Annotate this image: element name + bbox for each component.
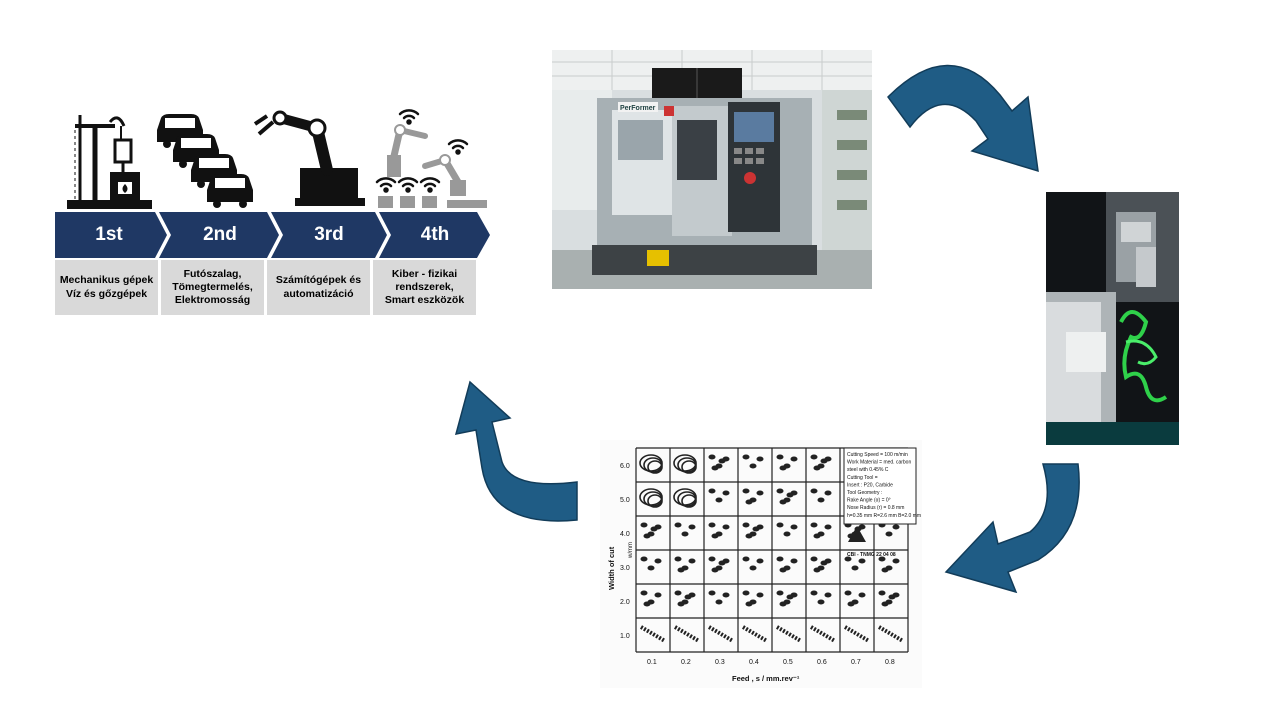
- cnc-lathe-image: PerFormer: [552, 50, 872, 290]
- chip-x-tick: 0.1: [647, 659, 657, 666]
- chip-sample: [708, 590, 730, 605]
- chip-x-tick: 0.4: [749, 659, 759, 666]
- chip-sample: [707, 625, 735, 643]
- chip-sample: [843, 625, 871, 643]
- insert-code-text: CBI - TNMG 22 04 08: [847, 552, 896, 558]
- chip-sample: [639, 454, 663, 474]
- revolution-icons: [67, 109, 487, 209]
- chip-legend-line: Insert : P20, Carbide: [847, 482, 893, 488]
- chip-sample: [742, 590, 764, 607]
- chip-y-tick: 2.0: [620, 599, 630, 606]
- chip-y-tick: 1.0: [620, 633, 630, 640]
- chip-sample: [742, 556, 764, 571]
- chip-sample: [674, 556, 696, 573]
- chip-y-axis-label: Width of cut: [607, 546, 616, 590]
- chip-sample: [708, 556, 730, 573]
- chip-sample: [878, 590, 900, 607]
- stage-desc-4th: Kiber - fizikai rendszerek, Smart eszköz…: [373, 260, 476, 315]
- chip-sample: [776, 522, 798, 537]
- chip-sample: [708, 488, 730, 503]
- chip-sample: [810, 522, 832, 539]
- smart-robots-icon: [375, 109, 487, 208]
- cutting-process-photo: [1046, 192, 1179, 445]
- cutting-process-image: [1046, 192, 1179, 445]
- chip-sample: [810, 590, 832, 605]
- chip-sample: [810, 556, 832, 573]
- chip-sample: [708, 522, 730, 539]
- chip-legend-line: Cutting Tool =: [847, 475, 878, 481]
- chip-sample: [742, 522, 764, 539]
- chip-x-tick: 0.2: [681, 659, 691, 666]
- chip-x-tick: 0.5: [783, 659, 793, 666]
- chip-x-tick: 0.3: [715, 659, 725, 666]
- insert-triangle-icon: [848, 526, 866, 542]
- chip-sample: [708, 454, 730, 471]
- chip-sample: [639, 625, 667, 643]
- chip-sample: [674, 590, 696, 607]
- cycle-arrow-bottom-right: [944, 463, 1080, 594]
- chip-sample: [742, 488, 764, 505]
- stage-arrow-row: [55, 212, 490, 258]
- chip-y-tick: 6.0: [620, 463, 630, 470]
- chip-x-tick: 0.6: [817, 659, 827, 666]
- steam-engine-icon: [67, 115, 152, 209]
- chip-legend-line: Rake Angle (α) = 0°: [847, 498, 891, 504]
- industrial-revolution-panel: 1st 2nd 3rd 4th Mechanikus gépek Víz és …: [55, 100, 490, 315]
- chip-y-tick: 4.0: [620, 531, 630, 538]
- chip-sample: [878, 556, 900, 573]
- chip-y-tick: 3.0: [620, 565, 630, 572]
- stage-arrow-2: [159, 212, 279, 258]
- stage-desc-1st: Mechanikus gépek Víz és gőzgépek: [55, 260, 158, 315]
- chip-sample: [640, 522, 662, 539]
- chip-sample: [741, 625, 769, 643]
- chip-sample: [776, 488, 798, 505]
- stage-desc-3rd: Számítógépek és automatizáció: [267, 260, 370, 315]
- chip-legend-line: h=0.35 mm R=2.6 mm B=2.0 mm: [847, 513, 921, 519]
- chip-sample: [844, 556, 866, 571]
- chip-sample: [810, 454, 832, 471]
- chip-sample: [640, 590, 662, 607]
- stage-arrow-1: [55, 212, 167, 258]
- chip-sample: [673, 454, 697, 474]
- chip-sample: [742, 454, 764, 469]
- chip-sample: [639, 488, 663, 508]
- chip-sample: [844, 590, 866, 607]
- robot-arm-icon: [253, 110, 365, 206]
- chip-sample: [776, 590, 798, 607]
- cnc-brand-text: PerFormer: [620, 105, 656, 112]
- chip-sample: [809, 625, 837, 643]
- chip-legend-line: steel with 0.45% C: [847, 467, 889, 473]
- stage-desc-2nd: Futószalag, Tömegtermelés, Elektromosság: [161, 260, 264, 315]
- chip-legend-line: Tool Geometry :: [847, 490, 882, 496]
- chip-sample: [810, 488, 832, 503]
- cars-icon: [157, 114, 253, 208]
- chip-sample: [673, 625, 701, 643]
- chip-x-tick: 0.8: [885, 659, 895, 666]
- chip-sample: [775, 625, 803, 643]
- stage-arrow-3: [271, 212, 387, 258]
- chip-legend-line: Nose Radius (r) = 0.8 mm: [847, 505, 904, 511]
- chip-sample: [673, 488, 697, 508]
- chip-y-tick: 5.0: [620, 497, 630, 504]
- chip-sample: [640, 556, 662, 571]
- cycle-arrow-top-right: [887, 64, 1039, 173]
- chip-legend-line: Cutting Speed = 100 m/min: [847, 452, 908, 458]
- chip-sample: [776, 556, 798, 573]
- cnc-lathe-photo: PerFormer: [552, 50, 872, 290]
- chip-sample: [776, 454, 798, 471]
- stage-arrow-4: [379, 212, 490, 258]
- chip-sample: [674, 522, 696, 537]
- chip-x-axis-label: Feed , s / mm.rev⁻¹: [732, 674, 800, 683]
- chip-y-unit: w/mm: [628, 542, 634, 559]
- cycle-arrow-left: [454, 380, 578, 522]
- chip-x-tick: 0.7: [851, 659, 861, 666]
- chip-sample: [877, 625, 905, 643]
- chip-legend-line: Work Material = med. carbon: [847, 460, 911, 466]
